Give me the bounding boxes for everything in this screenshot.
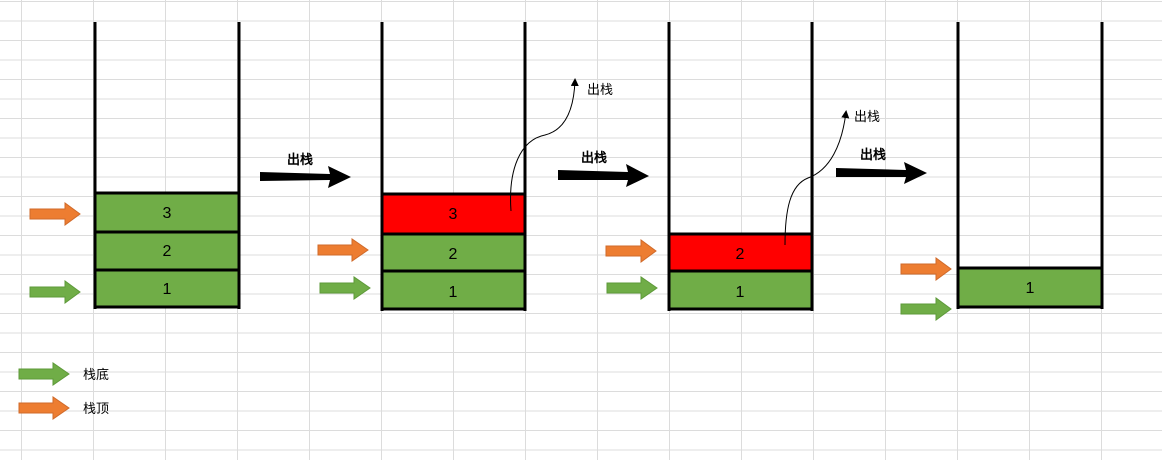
stack-cell-popping [380,192,527,236]
stack-2: 1 2 3 出栈 [317,22,613,311]
transition-1: 出栈 [260,152,351,188]
pop-curve-arrow [784,110,850,246]
stack-cell [956,266,1104,309]
stack-bottom-pointer-icon [29,280,81,304]
stack-4: 1 [900,22,1104,321]
stack-cell [93,268,241,309]
stack-1: 1 2 3 [29,22,241,309]
pop-curve-arrow [510,78,579,212]
transition-arrow-icon [558,164,649,187]
pop-label: 出栈 [854,110,880,125]
stack-cell-value: 2 [163,243,172,260]
stack-top-pointer-icon [605,239,657,263]
stack-bottom-pointer-icon [900,297,952,321]
stack-cell [667,269,814,311]
legend-label: 栈底 [83,367,109,383]
pop-label: 出栈 [587,83,613,98]
stack-cell [380,232,527,273]
stack-top-pointer-icon [29,202,81,226]
legend: 栈底 栈顶 [18,362,109,420]
stack-cell-value: 1 [163,281,172,298]
stack-bottom-pointer-icon [606,276,658,300]
stack-cell-value: 1 [736,284,745,301]
stack-cell-value: 2 [736,246,745,263]
transition-3: 出栈 [836,147,927,184]
stack-cell-popping [667,232,814,273]
transition-2: 出栈 [558,150,649,187]
transition-label: 出栈 [860,147,886,163]
stack-cell-value: 1 [449,284,458,301]
stack-cell-value: 3 [449,206,458,223]
stack-3: 1 2 出栈 [605,22,880,311]
transition-label: 出栈 [581,150,607,166]
stack-cell-value: 1 [1026,280,1035,297]
legend-top-arrow-icon [18,396,70,420]
transition-arrow-icon [260,166,351,188]
stack-cell-value: 2 [449,246,458,263]
transition-label: 出栈 [287,152,313,168]
legend-bottom-arrow-icon [18,362,70,386]
stack-top-pointer-icon [900,257,952,281]
legend-label: 栈顶 [83,402,109,417]
stack-top-pointer-icon [317,238,369,262]
stack-cell [93,191,241,234]
stack-cell [380,269,527,311]
stack-cell-value: 3 [163,205,172,222]
stack-bottom-pointer-icon [319,276,371,300]
transition-arrow-icon [836,162,927,184]
